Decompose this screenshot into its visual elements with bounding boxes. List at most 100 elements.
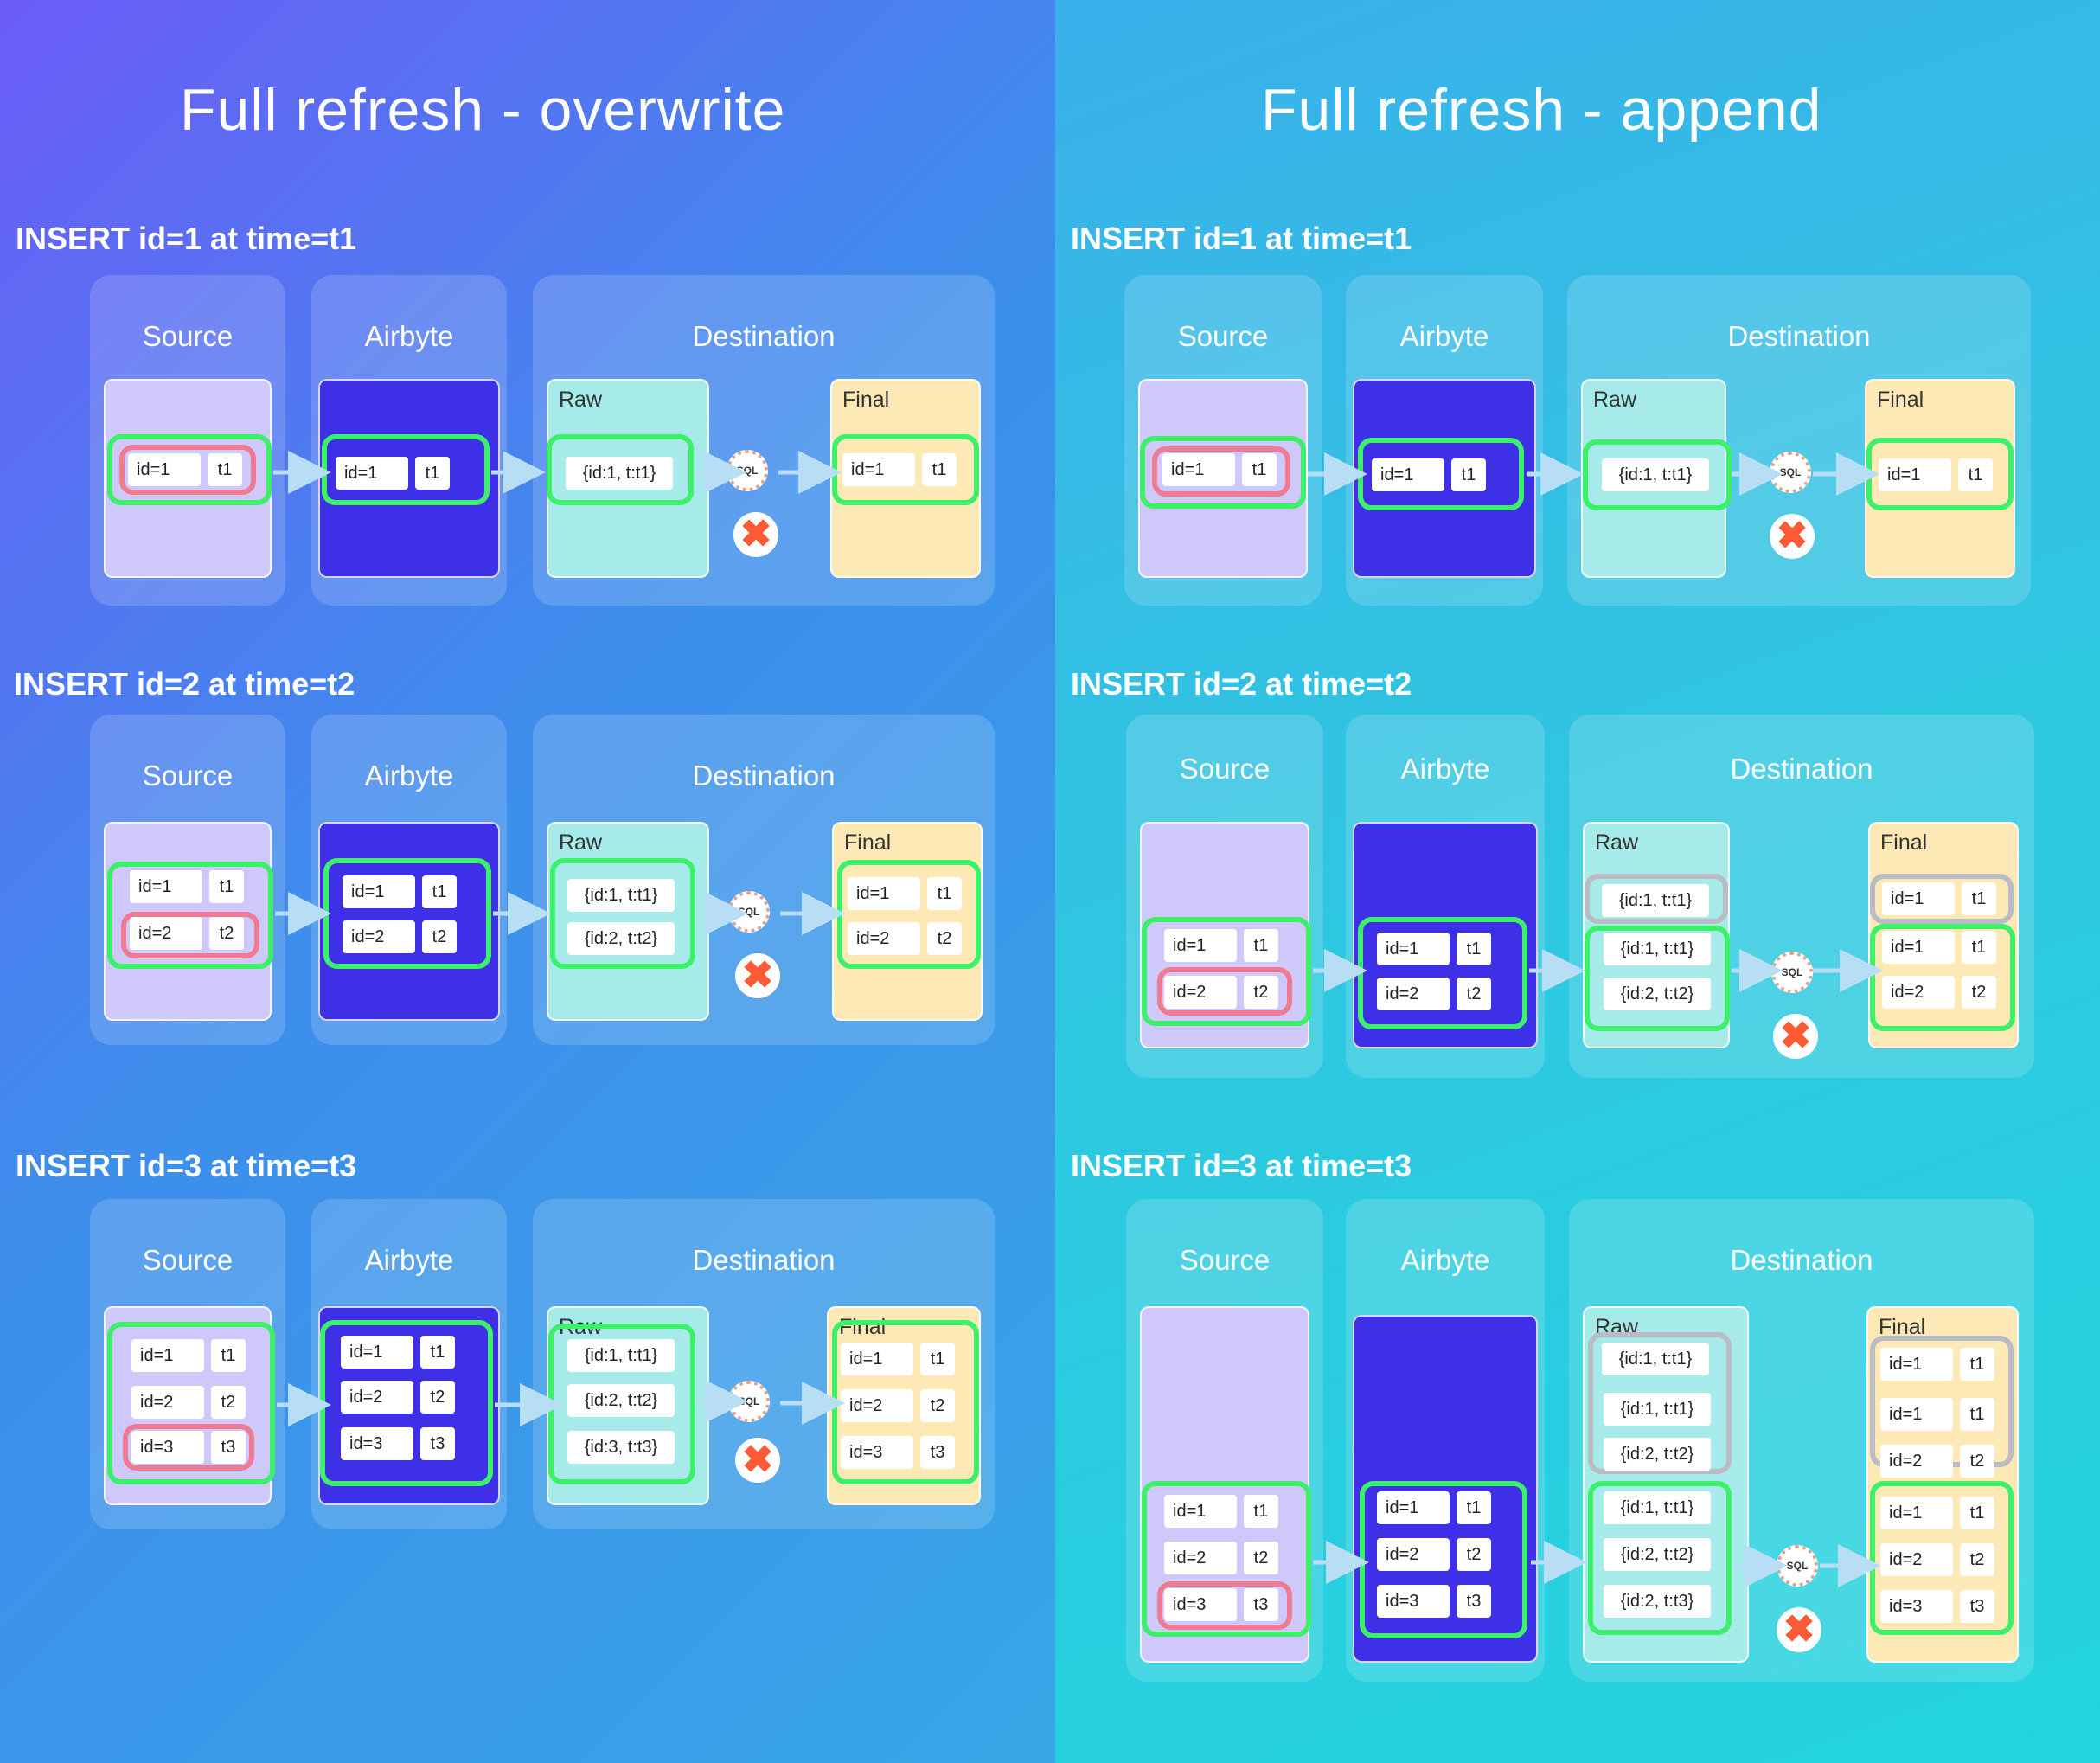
append-step1-row-0-time: t1 [1242, 453, 1277, 486]
overwrite-step2-row-1-id: id=2 [130, 917, 202, 950]
append-step1-row-1-time: t1 [1451, 458, 1486, 491]
append-step3-row-9-time: t1 [1960, 1497, 1994, 1529]
append-step3-row-7-time: t1 [1960, 1398, 1994, 1431]
append-step3-row-8-time: t2 [1960, 1445, 1994, 1478]
overwrite-step1-source-panel-label: Source [142, 320, 234, 352]
overwrite-step2-row-4-id: id=1 [848, 877, 920, 910]
append-step1-row-2-time: t1 [1958, 458, 1993, 491]
append-step3-row-0-time: t1 [1244, 1495, 1278, 1528]
append-step2-row-2-time: t1 [1457, 933, 1491, 965]
append-step2-frame-1 [1157, 967, 1292, 1016]
append-step2-row-2-id: id=1 [1377, 933, 1450, 965]
overwrite-step3-row-0-time: t1 [211, 1339, 246, 1372]
overwrite-step3-row-7-time: t2 [920, 1389, 955, 1422]
append-step3-row-3-time: t1 [1457, 1491, 1491, 1524]
append-step3-row-5-time: t3 [1457, 1585, 1491, 1618]
overwrite-step2-raw-box: Raw [547, 822, 709, 1021]
append-step1-row-1-id: id=1 [1372, 458, 1444, 491]
overwrite-step2-frame-0 [107, 862, 273, 969]
append-step2-airbyte-logo-icon: ✖ [1773, 1014, 1818, 1059]
append-step3-row-4-id: id=2 [1377, 1538, 1450, 1571]
overwrite-step3-row-2-time: t3 [211, 1431, 246, 1464]
append-step3-row-0-id: id=1 [1164, 1495, 1237, 1528]
title-append: Full refresh - append [1261, 77, 1822, 143]
overwrite-step3-row-4-time: t2 [420, 1381, 455, 1414]
overwrite-step1-row-2-time: t1 [922, 453, 957, 486]
step-label-2-append: INSERT id=2 at time=t2 [1071, 666, 1412, 702]
append-step2-raw-record-0: {id:1, t:t1} [1602, 884, 1709, 917]
overwrite-step2-airbyte-panel-label: Airbyte [364, 760, 454, 792]
append-step3-row-9-id: id=1 [1880, 1497, 1953, 1529]
append-step3-row-6-id: id=1 [1880, 1348, 1953, 1381]
overwrite-step1-destination-panel-label: Destination [692, 320, 836, 352]
append-step3-row-1-time: t2 [1244, 1542, 1278, 1574]
append-step2-raw-label: Raw [1595, 830, 1639, 855]
overwrite-step1-frame-1 [119, 445, 256, 495]
append-step3-raw-record-1: {id:1, t:t1} [1604, 1393, 1711, 1426]
overwrite-step2-row-3-time: t2 [422, 920, 457, 953]
overwrite-step2-final-box: Final [832, 822, 983, 1021]
append-step2-row-6-id: id=2 [1882, 976, 1955, 1009]
title-overwrite: Full refresh - overwrite [180, 77, 786, 143]
overwrite-step3-row-4-id: id=2 [341, 1381, 413, 1414]
step-label-2-overwrite: INSERT id=2 at time=t2 [14, 666, 355, 702]
append-step1-airbyte-logo-icon: ✖ [1770, 514, 1815, 559]
overwrite-step3-row-5-id: id=3 [341, 1427, 413, 1460]
append-step2-row-3-time: t2 [1457, 978, 1491, 1010]
overwrite-step2-row-2-id: id=1 [343, 875, 415, 908]
overwrite-step1-airbyte-panel-label: Airbyte [364, 320, 454, 352]
append-step2-row-0-time: t1 [1244, 929, 1278, 962]
overwrite-step1-raw-label: Raw [559, 388, 603, 412]
overwrite-step2-row-2-time: t1 [422, 875, 457, 908]
append-step2-row-1-id: id=2 [1164, 976, 1237, 1009]
append-step2-raw-record-2: {id:2, t:t2} [1604, 978, 1711, 1010]
append-step3-destination-panel-label: Destination [1730, 1244, 1873, 1276]
step-label-1-overwrite: INSERT id=1 at time=t1 [16, 221, 357, 256]
append-step1-source-panel-label: Source [1177, 320, 1269, 352]
overwrite-step1-airbyte-logo-icon: ✖ [733, 512, 778, 557]
step-label-1-append: INSERT id=1 at time=t1 [1071, 221, 1412, 256]
append-step2-frame-4 [1585, 926, 1730, 1031]
append-step2-row-3-id: id=2 [1377, 978, 1450, 1010]
overwrite-step1-row-1-time: t1 [415, 457, 450, 490]
overwrite-step2-final-label: Final [844, 830, 892, 855]
append-step1-frame-3 [1583, 439, 1732, 510]
append-step1-raw-record-0: {id:1, t:t1} [1602, 458, 1709, 491]
overwrite-step3-row-5-time: t3 [420, 1427, 455, 1460]
append-step3-row-4-time: t2 [1457, 1538, 1491, 1571]
append-step2-row-0-id: id=1 [1164, 929, 1237, 962]
append-step2-row-6-time: t2 [1962, 976, 1996, 1009]
append-step3-frame-4 [1588, 1481, 1732, 1635]
overwrite-step1-row-0-time: t1 [208, 453, 242, 486]
overwrite-step2-row-5-id: id=2 [848, 922, 920, 955]
append-step3-final-label: Final [1879, 1315, 1926, 1339]
append-step3-row-10-id: id=2 [1880, 1543, 1953, 1576]
append-step3-row-3-id: id=1 [1377, 1491, 1450, 1524]
overwrite-step2-frame-3 [550, 858, 695, 969]
overwrite-step3-row-6-time: t1 [920, 1343, 955, 1375]
append-step2-row-4-id: id=1 [1882, 882, 1955, 915]
overwrite-step3-row-3-id: id=1 [341, 1336, 413, 1369]
append-step3-row-8-id: id=2 [1880, 1445, 1953, 1478]
overwrite-step3-row-2-id: id=3 [131, 1431, 204, 1464]
append-step2-row-5-time: t1 [1962, 931, 1996, 964]
step-label-3-overwrite: INSERT id=3 at time=t3 [16, 1148, 357, 1183]
overwrite-step2-source-panel-label: Source [142, 760, 234, 792]
append-step3-raw-record-0: {id:1, t:t1} [1602, 1343, 1709, 1375]
overwrite-step1-frame-0 [107, 434, 272, 505]
append-step3-row-7-id: id=1 [1880, 1398, 1953, 1431]
overwrite-step2-airbyte-logo-icon: ✖ [735, 953, 780, 998]
append-step3-row-2-id: id=3 [1164, 1588, 1237, 1621]
step-label-3-append: INSERT id=3 at time=t3 [1071, 1148, 1412, 1183]
append-step3-frame-0 [1142, 1481, 1311, 1637]
overwrite-step1-row-1-id: id=1 [336, 457, 408, 490]
overwrite-step3-raw-record-1: {id:2, t:t2} [567, 1384, 675, 1417]
append-step1-row-0-id: id=1 [1162, 453, 1235, 486]
overwrite-step2-row-0-time: t1 [209, 870, 244, 903]
append-step1-final-label: Final [1877, 388, 1924, 412]
overwrite-step2-raw-label: Raw [559, 830, 603, 855]
overwrite-step2-frame-1 [121, 912, 259, 958]
append-step3-row-1-id: id=2 [1164, 1542, 1237, 1574]
append-step1-frame-1 [1152, 446, 1290, 497]
